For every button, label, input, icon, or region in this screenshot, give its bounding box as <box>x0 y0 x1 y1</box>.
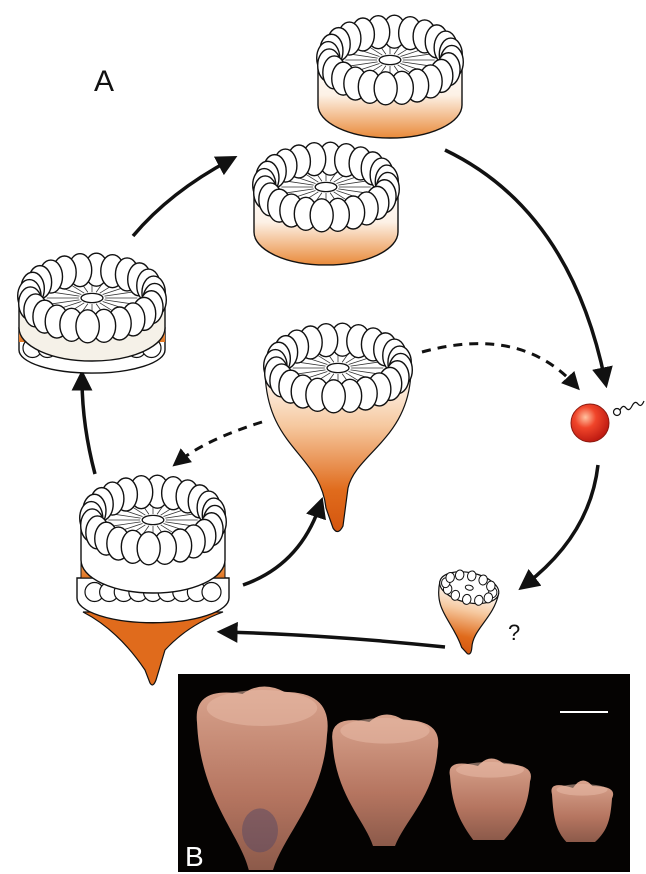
panel-a-label: A <box>94 65 114 98</box>
tentacle <box>310 199 333 232</box>
arrow-stacked-to-egg <box>445 150 605 380</box>
polyp-adult-with-stalk <box>77 475 229 685</box>
polyp-juvenile <box>426 565 502 658</box>
panel-b-photo: B <box>178 674 630 872</box>
mouth <box>81 293 103 302</box>
arrow-adult-to-funnel <box>243 505 320 585</box>
mouth <box>327 363 349 372</box>
tentacle <box>374 72 397 105</box>
polyp-disc-top <box>317 15 464 138</box>
tentacle <box>76 310 99 343</box>
polyp-disc-middle <box>253 142 400 265</box>
tentacle <box>322 380 345 413</box>
tentacle <box>137 532 160 565</box>
uncertain-stage-mark: ? <box>508 620 520 645</box>
arrow-funnel-to-egg <box>422 344 575 385</box>
egg-icon <box>571 404 609 442</box>
polyp-disc-budding <box>18 253 167 373</box>
arrow-juvenile-to-adult <box>225 632 445 647</box>
mouth <box>379 55 401 64</box>
sperm-tail-icon <box>620 401 644 410</box>
arrow-budding-to-stacked <box>133 160 230 236</box>
mouth <box>142 515 164 524</box>
sperm-head-icon <box>614 409 621 416</box>
polyp-funnel <box>264 323 413 531</box>
arrow-egg-to-juvenile <box>525 465 598 585</box>
mouth <box>315 182 337 191</box>
panel-b-label: B <box>185 841 204 872</box>
arrow-adult-to-budding <box>82 378 95 474</box>
arrow-funnel-to-adult <box>178 422 262 462</box>
egg-sperm <box>571 401 644 442</box>
